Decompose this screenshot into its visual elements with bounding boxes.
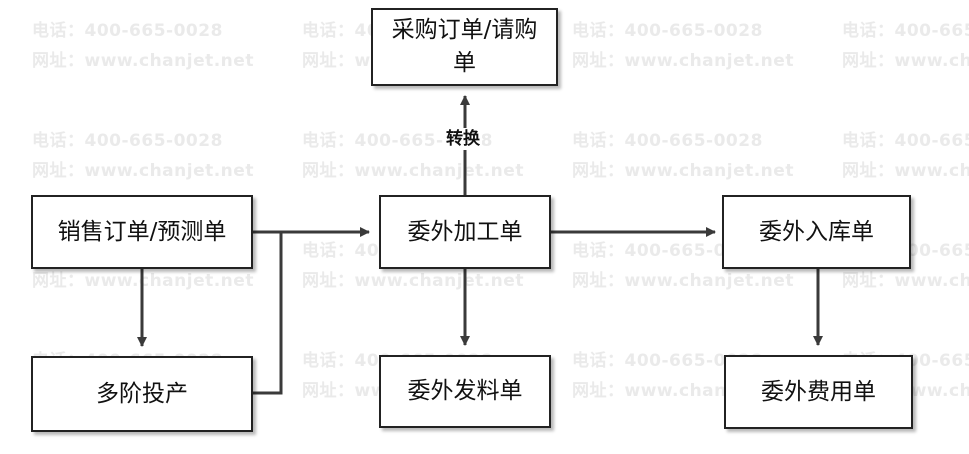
node-multi-level-production: 多阶投产 xyxy=(31,356,253,432)
node-outsource-order: 委外加工单 xyxy=(379,195,551,269)
node-purchase-order: 采购订单/请购单 xyxy=(371,8,558,86)
node-sales-order: 销售订单/预测单 xyxy=(31,195,253,269)
node-outsource-expense: 委外费用单 xyxy=(724,355,913,429)
node-outsource-receipt: 委外入库单 xyxy=(722,195,911,269)
connector-multi-level-to-main xyxy=(253,232,283,395)
node-outsource-issue: 委外发料单 xyxy=(379,355,551,428)
edge-label-convert: 转换 xyxy=(444,128,482,150)
